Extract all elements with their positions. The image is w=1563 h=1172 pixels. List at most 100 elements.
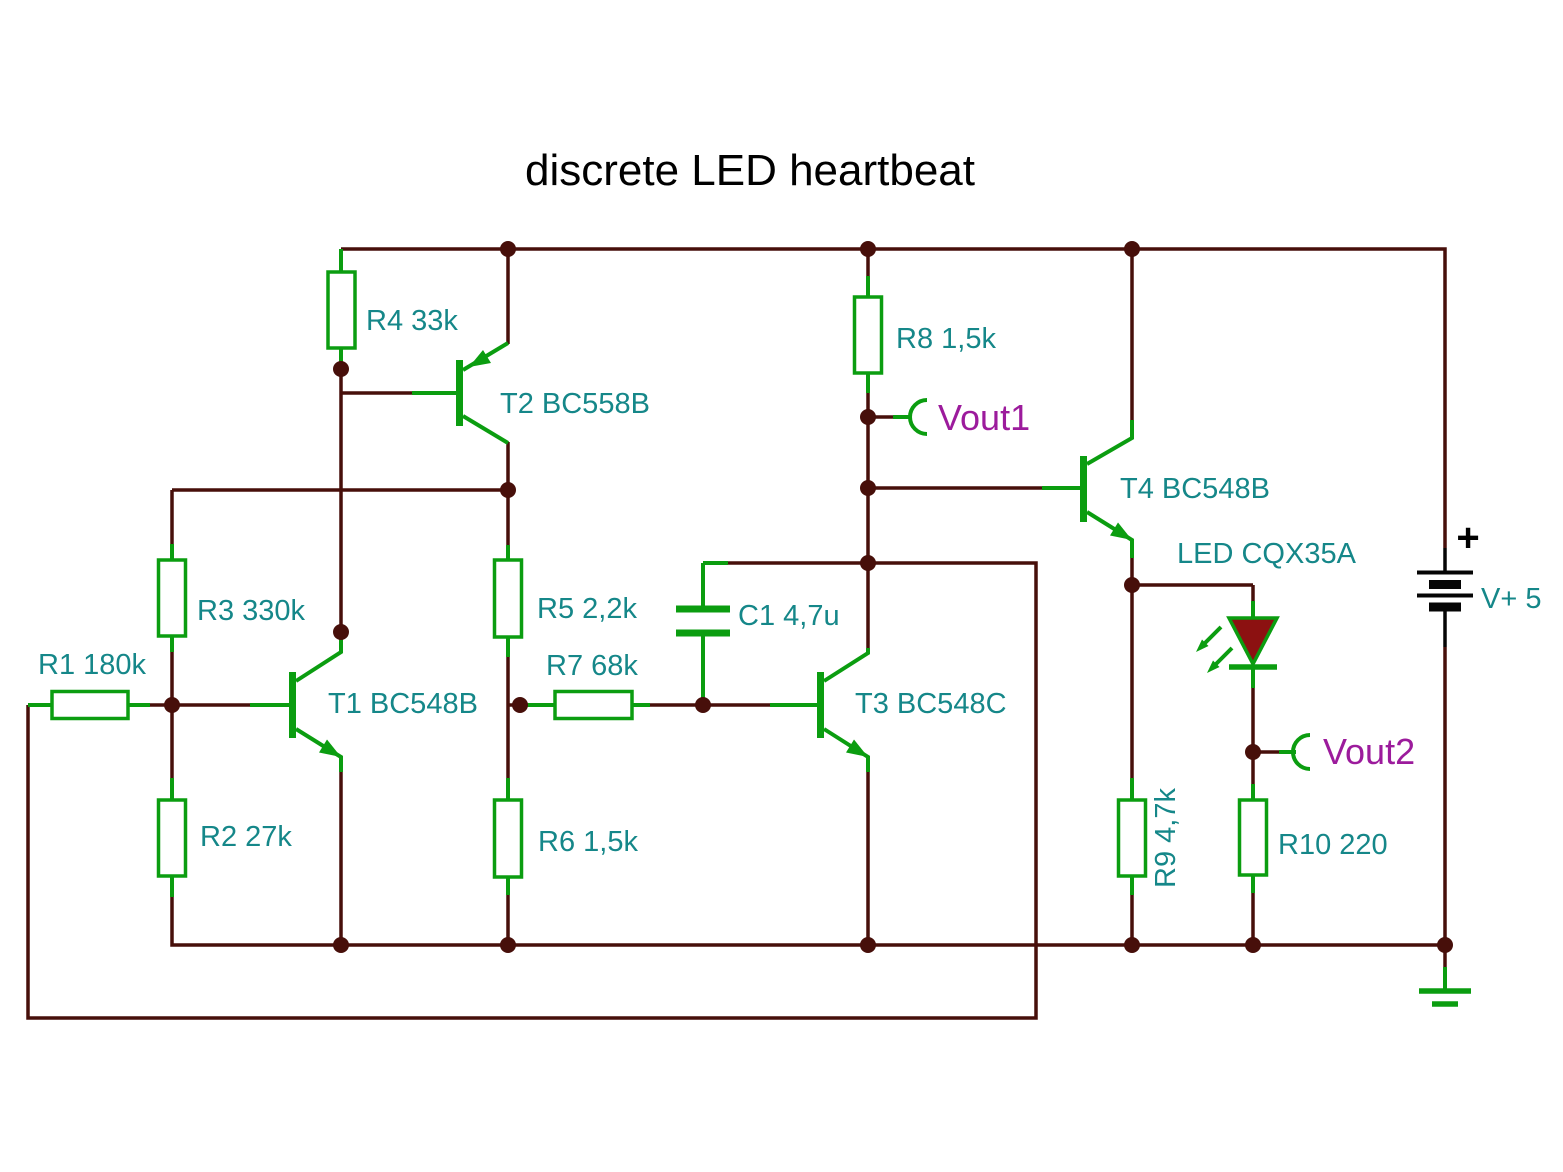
resistor-r8: R8 1,5k	[852, 276, 996, 393]
wire-top-rail	[341, 247, 1447, 945]
battery-plus-sign: +	[1456, 516, 1479, 560]
junction-dot	[164, 697, 180, 713]
junction-dot	[860, 409, 876, 425]
junction-dot	[860, 480, 876, 496]
label-r3: R3 330k	[197, 595, 306, 627]
junction-dot	[1245, 937, 1261, 953]
transistor-t1: T1 BC548B	[250, 638, 478, 772]
label-r2: R2 27k	[200, 821, 292, 853]
junction-dots	[164, 241, 1453, 953]
r3-body	[156, 558, 188, 638]
resistor-r4: R4 33k	[326, 249, 458, 369]
t2-emitter-arrow	[469, 350, 491, 367]
junction-dot	[333, 624, 349, 640]
junction-dot	[500, 241, 516, 257]
label-r5: R5 2,2k	[537, 593, 637, 625]
transistor-t4: T4 BC548B	[1042, 420, 1270, 558]
junction-dot	[860, 555, 876, 571]
junction-dot	[1437, 937, 1453, 953]
junction-dot	[500, 482, 516, 498]
junction-dot	[1245, 744, 1261, 760]
wire-feedback-loop	[26, 561, 1038, 1020]
junction-dot	[512, 697, 528, 713]
wires	[26, 247, 1447, 1020]
wire-cross-t2-r3	[170, 488, 508, 778]
r6-body	[492, 798, 524, 879]
label-vout2: Vout2	[1323, 731, 1415, 772]
transistor-t3: T3 BC548C	[770, 648, 1007, 772]
vout2-connector-arc	[1291, 733, 1311, 771]
label-t1: T1 BC548B	[328, 688, 478, 720]
wire-r4-t1-t2	[339, 249, 510, 632]
t2-collector-lead	[461, 414, 510, 445]
resistor-r10: R10 220	[1237, 784, 1388, 893]
led-light-arrow-line-2	[1212, 646, 1234, 668]
r4-body	[326, 270, 357, 350]
label-r10: R10 220	[1278, 829, 1388, 861]
junction-dot	[500, 937, 516, 953]
led-light-arrow-head-1	[1196, 639, 1209, 652]
port-vout2: Vout2	[1279, 731, 1415, 772]
junction-dot	[1124, 937, 1140, 953]
t3-base-bar	[817, 672, 824, 738]
led-light-arrow-line-1	[1201, 625, 1223, 647]
junction-dot	[860, 241, 876, 257]
led-triangle	[1226, 616, 1280, 668]
t2-base-bar	[456, 360, 463, 426]
wire-led-r10	[1251, 585, 1279, 945]
label-t2: T2 BC558B	[500, 388, 650, 420]
t4-emitter-arrow	[1110, 522, 1132, 540]
junction-dot	[1124, 577, 1140, 593]
resistor-r2: R2 27k	[156, 778, 292, 897]
t1-emitter-arrow	[319, 739, 341, 757]
led-cqx35a: LED CQX35A	[1177, 538, 1357, 688]
port-vout1: Vout1	[893, 397, 1030, 438]
label-led: LED CQX35A	[1177, 538, 1357, 570]
schematic-title: discrete LED heartbeat	[525, 146, 975, 195]
r2-body	[156, 798, 188, 878]
r7-body	[553, 689, 634, 721]
c1-leads	[701, 561, 728, 705]
battery-v5: + V+ 5	[1417, 516, 1541, 647]
junction-dot	[695, 697, 711, 713]
junction-dot	[1124, 241, 1140, 257]
wire-r5-r6-r7	[506, 657, 770, 945]
capacitor-c1: C1 4,7u	[676, 561, 840, 705]
resistor-r5: R5 2,2k	[492, 545, 637, 657]
label-r1: R1 180k	[38, 649, 147, 681]
label-r8: R8 1,5k	[896, 323, 996, 355]
r10-body	[1237, 798, 1269, 877]
wire-bottom-rail	[170, 897, 1445, 947]
t4-collector-lead	[1085, 420, 1134, 466]
led-light-arrows	[1196, 625, 1234, 673]
resistor-r9: R9 4,7k	[1116, 778, 1182, 895]
vout1-connector-arc	[908, 398, 928, 436]
junction-dot	[333, 361, 349, 377]
resistor-r6: R6 1,5k	[492, 778, 638, 895]
t4-base-bar	[1080, 456, 1087, 522]
junction-dot	[333, 937, 349, 953]
r5-body	[492, 558, 524, 639]
label-r7: R7 68k	[546, 650, 638, 682]
resistor-r3: R3 330k	[156, 544, 306, 652]
r8-body	[852, 295, 884, 375]
r1-body	[50, 689, 130, 721]
t1-collector-lead	[294, 638, 343, 683]
r9-body	[1116, 798, 1148, 878]
t3-emitter-arrow	[846, 739, 868, 757]
t1-base-bar	[289, 672, 296, 738]
resistor-r7: R7 68k	[527, 650, 650, 721]
label-vout1: Vout1	[938, 397, 1030, 438]
ground-symbol	[1419, 967, 1471, 1007]
label-battery: V+ 5	[1481, 583, 1541, 615]
wire-r8-t3	[866, 249, 893, 945]
label-t3: T3 BC548C	[855, 688, 1007, 720]
label-c1: C1 4,7u	[738, 600, 840, 632]
t3-collector-lead	[822, 648, 870, 683]
label-r6: R6 1,5k	[538, 826, 638, 858]
resistor-r1: R1 180k	[28, 649, 150, 721]
led-light-arrow-head-2	[1207, 660, 1220, 673]
c1-plates	[676, 605, 730, 637]
